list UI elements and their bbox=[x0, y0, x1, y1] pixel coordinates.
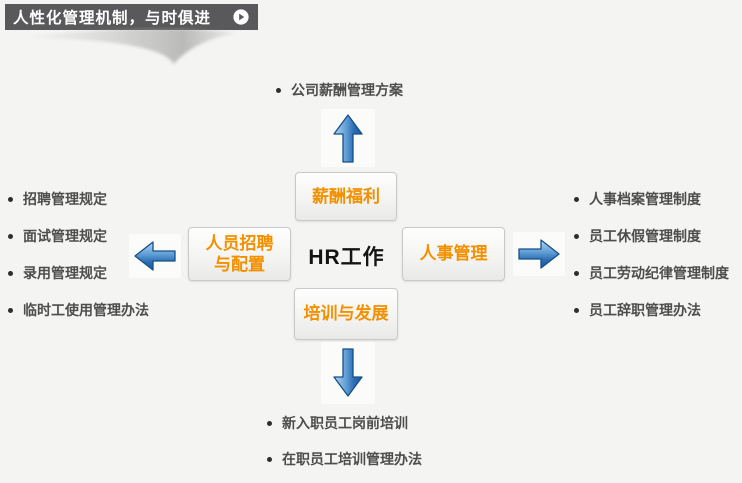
center-label: HR工作 bbox=[308, 246, 385, 269]
list-item: 招聘管理规定 bbox=[8, 189, 107, 209]
bullet-icon bbox=[8, 307, 13, 313]
bullet-icon bbox=[574, 233, 579, 239]
list-item-text: 新入职员工岗前培训 bbox=[282, 415, 408, 431]
bullet-icon bbox=[8, 233, 13, 239]
bullet-icon bbox=[267, 456, 272, 462]
bullet-icon bbox=[8, 196, 13, 202]
list-item: 人事档案管理制度 bbox=[574, 189, 701, 209]
list-item-text: 招聘管理规定 bbox=[23, 191, 107, 207]
list-item-text: 临时工使用管理办法 bbox=[23, 302, 149, 318]
node-salary-benefits[interactable]: 薪酬福利 bbox=[295, 172, 397, 221]
list-item-text: 在职员工培训管理办法 bbox=[282, 451, 422, 467]
list-item: 在职员工培训管理办法 bbox=[267, 449, 422, 469]
node-personnel-management[interactable]: 人事管理 bbox=[402, 227, 505, 281]
list-item-text: 员工休假管理制度 bbox=[589, 228, 701, 244]
list-item-text: 公司薪酬管理方案 bbox=[291, 82, 403, 98]
node-training-development[interactable]: 培训与发展 bbox=[294, 288, 398, 340]
node-label: 薪酬福利 bbox=[312, 186, 380, 206]
bullet-icon bbox=[574, 270, 579, 276]
node-label-line2: 与配置 bbox=[214, 255, 265, 274]
arrow-right-tile bbox=[513, 232, 565, 276]
list-item: 新入职员工岗前培训 bbox=[267, 413, 408, 433]
list-item: 临时工使用管理办法 bbox=[8, 300, 149, 320]
list-item-text: 员工劳动纪律管理制度 bbox=[589, 265, 729, 281]
list-item: 员工劳动纪律管理制度 bbox=[574, 263, 729, 283]
header-bar: 人性化管理机制，与时俱进 bbox=[5, 4, 258, 30]
arrow-right-icon bbox=[518, 239, 560, 269]
bullet-icon bbox=[574, 196, 579, 202]
list-item: 公司薪酬管理方案 bbox=[276, 80, 403, 100]
list-item: 员工休假管理制度 bbox=[574, 226, 701, 246]
arrow-up-icon bbox=[333, 114, 363, 163]
bullet-icon bbox=[574, 307, 579, 313]
arrow-up-tile bbox=[321, 109, 375, 167]
arrow-left-icon bbox=[134, 241, 176, 271]
bullet-icon bbox=[276, 87, 281, 93]
arrow-left-tile bbox=[129, 234, 181, 278]
bullet-icon bbox=[8, 270, 13, 276]
arrow-down-tile bbox=[321, 342, 375, 404]
header-title: 人性化管理机制，与时俱进 bbox=[13, 10, 212, 27]
play-circle-icon[interactable] bbox=[233, 9, 249, 25]
list-item-text: 人事档案管理制度 bbox=[589, 191, 701, 207]
node-label: 人事管理 bbox=[419, 244, 488, 264]
node-label-line1: 人员招聘 bbox=[205, 233, 274, 253]
list-item-text: 录用管理规定 bbox=[23, 265, 107, 281]
list-item-text: 员工辞职管理办法 bbox=[589, 302, 701, 318]
list-item: 录用管理规定 bbox=[8, 263, 107, 283]
list-item: 员工辞职管理办法 bbox=[574, 300, 701, 320]
arrow-down-icon bbox=[333, 348, 363, 397]
node-recruitment-allocation[interactable]: 人员招聘 与配置 bbox=[188, 227, 291, 281]
list-item: 面试管理规定 bbox=[8, 226, 107, 246]
bullet-icon bbox=[267, 420, 272, 426]
list-item-text: 面试管理规定 bbox=[23, 228, 107, 244]
node-label: 培训与发展 bbox=[303, 304, 389, 324]
swoosh-decoration bbox=[20, 28, 238, 64]
